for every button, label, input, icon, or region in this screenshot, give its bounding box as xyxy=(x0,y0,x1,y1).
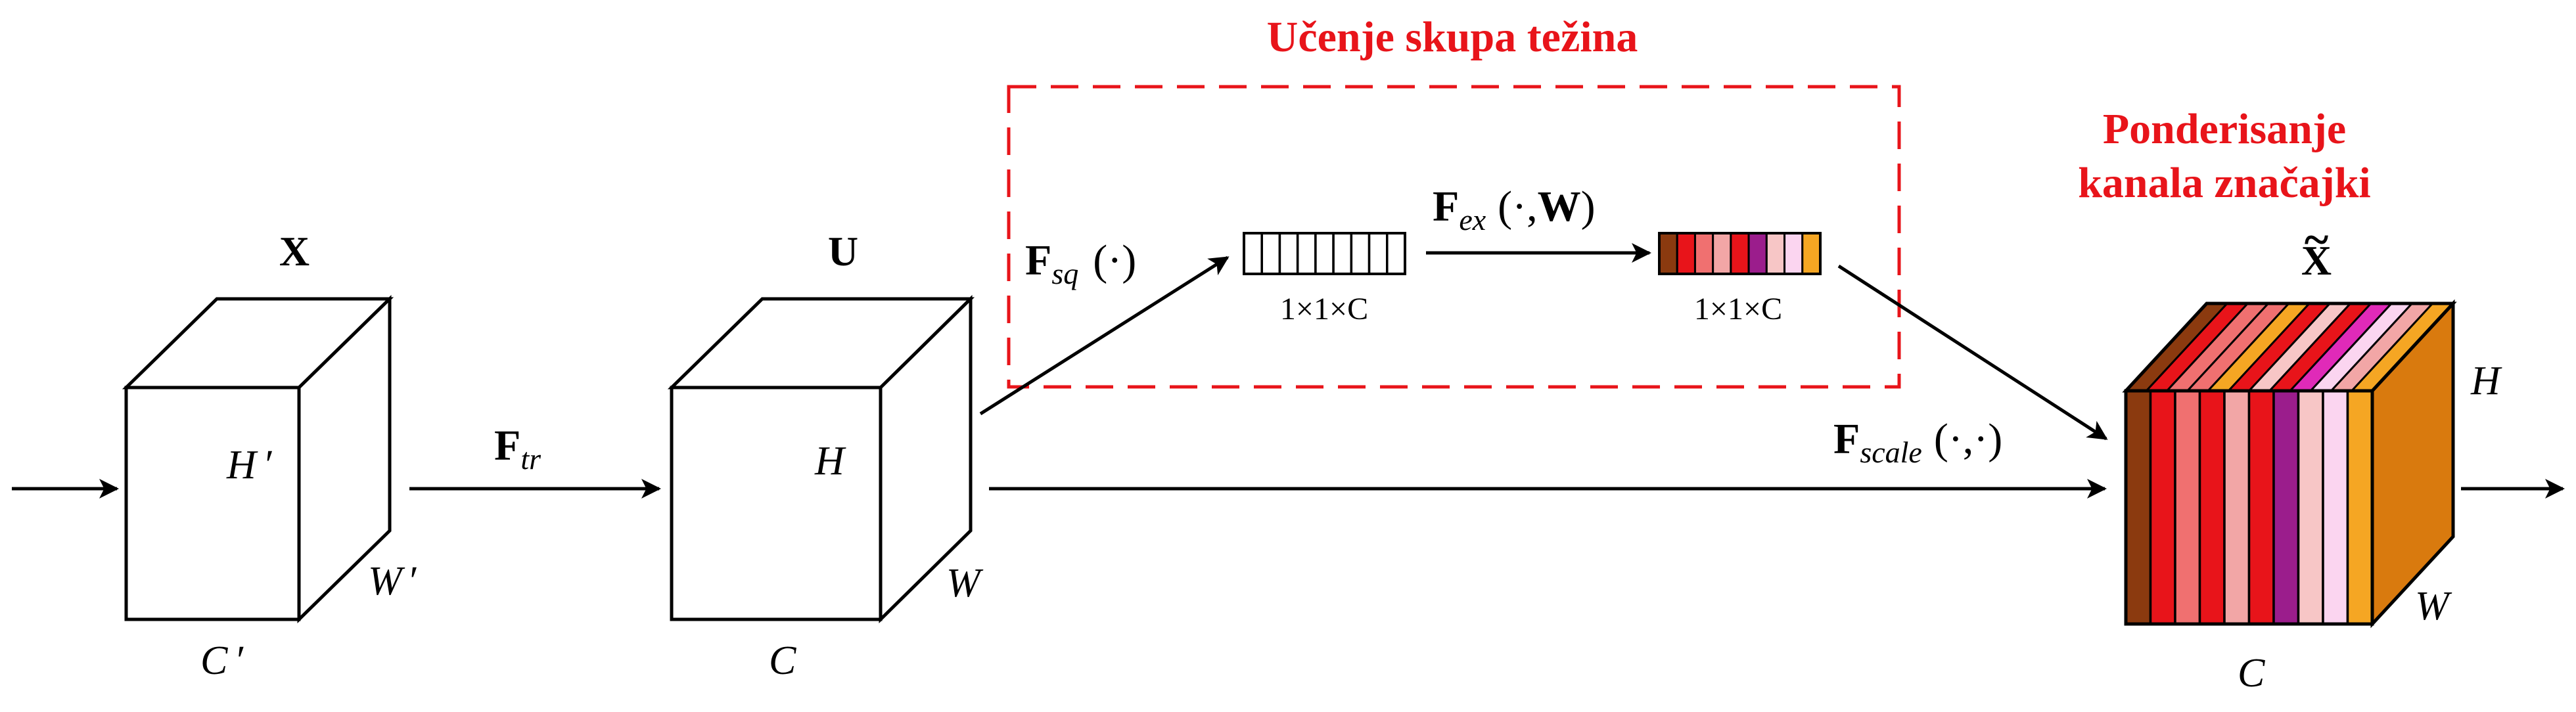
output-cube-tilde: ~ xyxy=(2305,215,2328,265)
output-cube-front-slice xyxy=(2272,389,2300,625)
output-cube-front-slice xyxy=(2149,389,2176,625)
scale-title-line2: kanala značajki xyxy=(2078,159,2371,207)
output-cube-front-slice xyxy=(2198,389,2226,625)
output-cube-width: W xyxy=(2415,584,2452,629)
output-cube-front-slice xyxy=(2125,389,2152,625)
excitation-to-scale-arrow xyxy=(1837,264,2108,441)
squeeze-vector-border xyxy=(1243,232,1406,275)
output-cube-channels: C xyxy=(2238,651,2265,696)
excitation-cell xyxy=(1801,232,1822,275)
squeeze-cell xyxy=(1368,232,1389,275)
feature-cube-name: U xyxy=(828,228,858,275)
squeeze-vector-label: 1×1×C xyxy=(1280,292,1368,326)
output-cube xyxy=(2122,299,2457,629)
squeeze-cell xyxy=(1243,232,1263,275)
excitation-operator: Fex(·,W) xyxy=(1433,183,1596,236)
output-cube-height: H xyxy=(2470,359,2502,403)
excitation-vector-label: 1×1×C xyxy=(1694,292,1782,326)
squeeze-cell xyxy=(1296,232,1317,275)
excitation-cell xyxy=(1693,232,1714,275)
scale-title-line1: Ponderisanje xyxy=(2103,105,2346,153)
scale-operator: Fscale(·,·) xyxy=(1833,415,2002,469)
squeeze-arrow xyxy=(979,256,1230,416)
squeeze-cell xyxy=(1350,232,1371,275)
excitation-cell xyxy=(1658,232,1678,275)
input-cube-channels: C′ xyxy=(200,638,244,683)
squeeze-cell xyxy=(1278,232,1299,275)
squeeze-vector xyxy=(1243,232,1406,275)
excitation-cell xyxy=(1730,232,1750,275)
excitation-cell xyxy=(1676,232,1696,275)
output-cube-front-slice xyxy=(2322,389,2349,625)
output-cube-front-slice xyxy=(2223,389,2251,625)
weight-learning-title: Učenje skupa težina xyxy=(1267,13,1638,61)
weight-learning-box xyxy=(1007,85,1901,389)
excitation-cell xyxy=(1765,232,1786,275)
input-cube-name: X xyxy=(279,228,310,275)
output-cube-front-face xyxy=(2124,389,2374,626)
squeeze-operator: Fsq(·) xyxy=(1025,236,1136,290)
excitation-cell xyxy=(1712,232,1732,275)
feature-cube-width: W xyxy=(946,561,984,606)
feature-cube xyxy=(667,295,975,623)
excitation-cell xyxy=(1747,232,1768,275)
squeeze-cell xyxy=(1332,232,1353,275)
squeeze-cell xyxy=(1314,232,1335,275)
feature-cube-channels: C xyxy=(769,638,796,683)
output-cube-front-slice xyxy=(2297,389,2324,625)
output-cube-name: X xyxy=(2301,237,2332,284)
excitation-vector-border xyxy=(1658,232,1822,275)
input-cube-height: H′ xyxy=(226,443,273,487)
output-cube-front-slice xyxy=(2346,389,2374,625)
excitation-vector xyxy=(1658,232,1822,275)
input-cube xyxy=(122,295,394,623)
transform-operator: Ftr xyxy=(494,422,541,476)
squeeze-cell xyxy=(1386,232,1406,275)
output-cube-front-slice xyxy=(2247,389,2275,625)
squeeze-cell xyxy=(1260,232,1281,275)
input-cube-width: W′ xyxy=(368,559,417,604)
excitation-cell xyxy=(1783,232,1804,275)
feature-cube-height: H xyxy=(814,439,846,483)
output-cube-front-slice xyxy=(2174,389,2201,625)
